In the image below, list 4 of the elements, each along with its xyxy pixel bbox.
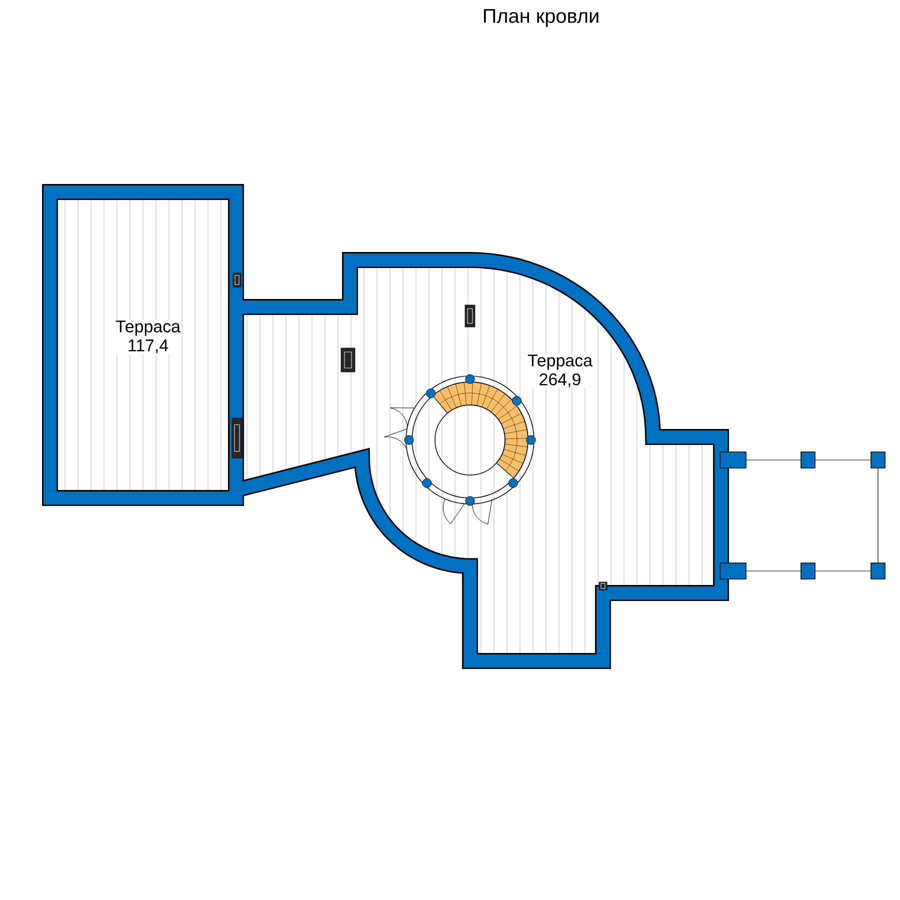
terrace-area: Терраса 264,9 (236, 260, 721, 661)
node-label: Терраса (528, 354, 592, 370)
node-label: 264,9 (540, 373, 580, 388)
title: План кровли (484, 9, 598, 27)
